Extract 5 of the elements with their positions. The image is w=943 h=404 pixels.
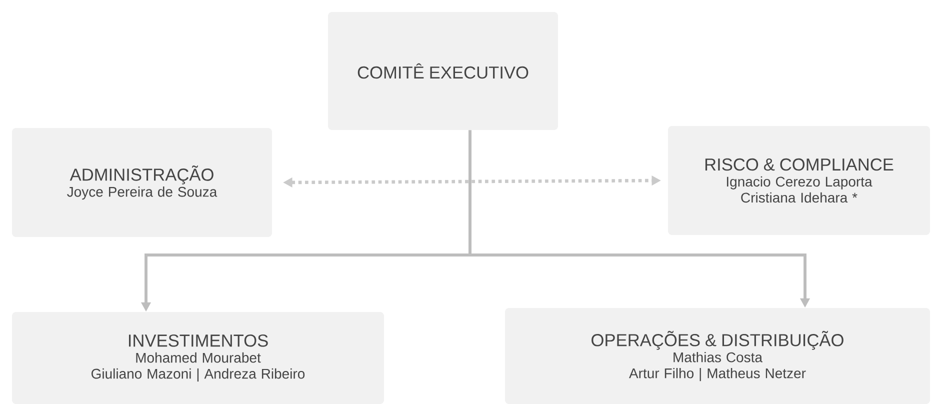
org-box: INVESTIMENTOS Mohamed Mourabet Giuliano Mazoni | Andreza Ribeiro <box>12 312 384 404</box>
org-box: RISCO & COMPLIANCE Ignacio Cerezo Laporta Cristiana Idehara * <box>668 126 930 235</box>
org-box: COMITÊ EXECUTIVO <box>328 12 558 130</box>
org-box: OPERAÇÕES & DISTRIBUIÇÃO Mathias Costa Artur Filho | Matheus Netzer <box>505 308 930 404</box>
org-box: ADMINISTRAÇÃO Joyce Pereira de Souza <box>12 128 272 237</box>
